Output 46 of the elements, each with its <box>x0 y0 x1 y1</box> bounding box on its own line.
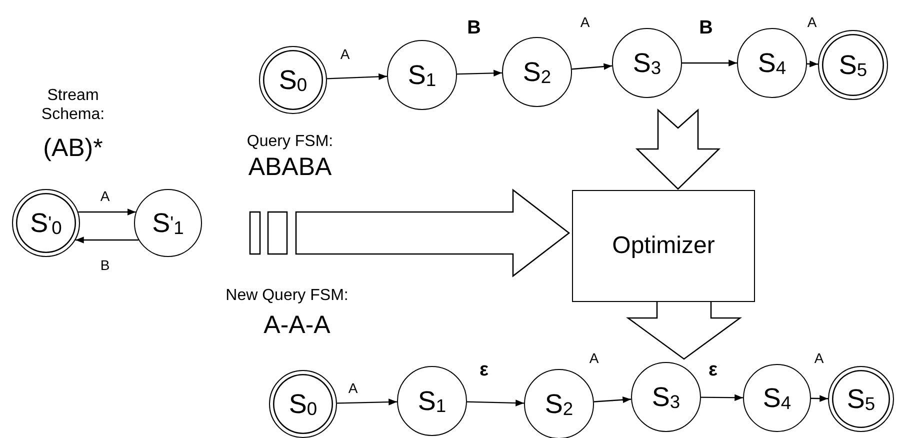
heading-text: New Query FSM: <box>226 286 348 306</box>
edge-label: A <box>589 351 599 365</box>
arrow <box>806 60 818 68</box>
state-circle: S$_{4}$ <box>743 364 811 432</box>
edge-label: A <box>807 15 817 29</box>
edge-label: A <box>340 47 350 61</box>
edge-label: A <box>100 189 110 203</box>
arrow <box>326 73 388 80</box>
edge-label: A <box>580 15 590 29</box>
edge-label: ε <box>479 360 489 380</box>
state-circle: S$_{2}$ <box>524 369 594 438</box>
heading-text: Query FSM: <box>246 132 334 151</box>
state-circle: S$_{2}$ <box>502 37 572 107</box>
expression-text: ABABA <box>248 152 332 183</box>
state-circle: S$_{1}$ <box>397 366 467 436</box>
block-arrow <box>635 108 721 190</box>
edge-label: ε <box>708 360 718 380</box>
process-box: Optimizer <box>572 190 755 302</box>
edge-label: B <box>699 18 713 38</box>
edge-label: B <box>467 18 481 38</box>
arrow <box>811 395 828 402</box>
edge-label: A <box>814 351 824 365</box>
expression-text: A-A-A <box>264 310 330 340</box>
arrow <box>572 63 612 70</box>
state-circle: S$_{1}$ <box>387 40 457 110</box>
block-arrow <box>295 188 570 278</box>
arrow <box>75 236 139 244</box>
arrow <box>701 394 743 401</box>
accepting-state-circle: S$_{0}$ <box>259 46 327 114</box>
edge-label: A <box>348 381 358 395</box>
block-arrow <box>626 301 742 360</box>
state-circle: S$_{4}$ <box>737 28 807 98</box>
accepting-state-circle: S$_{5}$ <box>818 30 888 100</box>
arrow <box>456 70 502 76</box>
accepting-state-circle: S$_{5}$ <box>828 366 894 432</box>
arrow <box>682 60 737 66</box>
arrow <box>336 398 398 406</box>
arrow <box>594 396 632 404</box>
state-circle: S$_{3}$ <box>612 28 682 98</box>
arrow <box>78 208 136 216</box>
heading-text: Stream Schema: <box>40 86 106 124</box>
accepting-state-circle: S$_{0}$ <box>269 370 337 438</box>
edge-label: B <box>100 258 110 272</box>
arrow <box>466 400 524 406</box>
state-circle: S$_{3}$ <box>631 362 701 432</box>
expression-text: (AB)* <box>43 133 103 163</box>
